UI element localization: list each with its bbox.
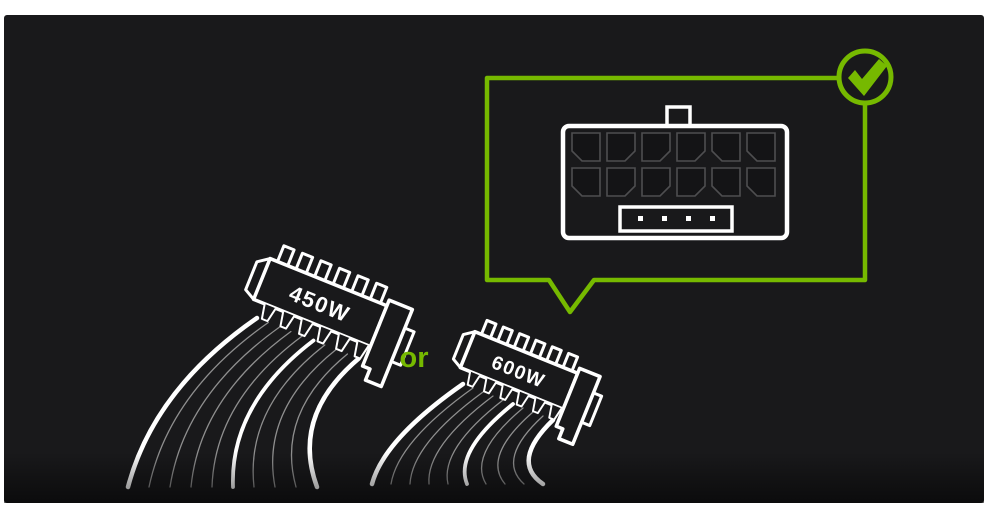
socket-pin [571,132,601,162]
connector-450w-latch [390,326,416,367]
socket-pin [641,132,671,162]
sense-pin-dot [662,216,667,221]
gpu-socket-drawing [560,105,790,241]
socket-pin [711,132,741,162]
connector-450w: 450W [244,244,416,389]
callout-bubble [484,75,868,315]
connector-450w-endcap [360,298,415,389]
socket-pin [711,167,741,197]
or-separator-label: or [400,342,429,374]
socket-pin [676,167,706,197]
sense-pin-dot [686,216,691,221]
connector-450w-left-bevel [244,257,271,301]
sense-pin-dots [638,216,715,221]
socket-pin [571,167,601,197]
sense-pin-strip [618,205,734,233]
connector-450w-wire-comb [260,303,370,360]
socket-pin-grid [571,132,776,197]
bottom-vignette [4,452,984,503]
connector-600w-wire-comb [466,371,563,421]
socket-pin [746,132,776,162]
socket-pin [606,132,636,162]
checkmark-icon [848,59,887,96]
sense-pin-dot [710,216,715,221]
connector-600w-endcap [554,366,602,447]
connector-600w-latch [581,391,604,428]
sense-pin-dot [638,216,643,221]
socket-pin [641,167,671,197]
socket-pin [606,167,636,197]
socket-pin [746,167,776,197]
socket-pin [676,132,706,162]
